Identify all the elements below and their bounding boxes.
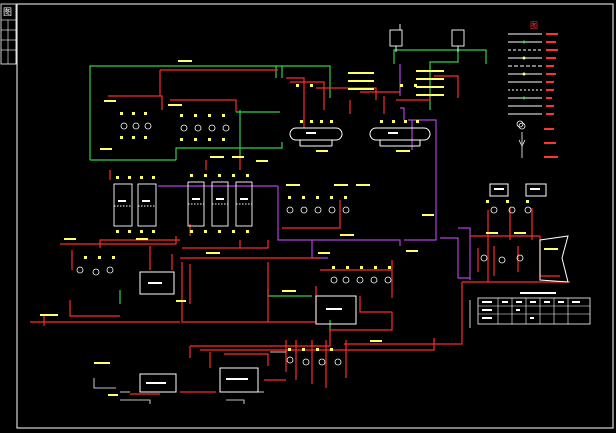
tank-mid-left <box>139 271 175 295</box>
equipment-tag-group <box>118 132 540 384</box>
valve-marker-group <box>84 84 529 351</box>
legend-symbol-stack <box>518 122 526 158</box>
legend-text-stubs <box>544 33 558 158</box>
title-stamp-text: 图 <box>3 7 12 18</box>
tank-center <box>315 295 357 325</box>
tank-right-a <box>489 183 509 197</box>
tank-bottom-mid <box>219 367 259 393</box>
filter-bank-left <box>113 183 157 227</box>
top-small-tank-group <box>389 24 465 52</box>
process-tank-group <box>139 183 569 393</box>
legend-line-samples <box>508 33 542 115</box>
purple-pipeline-group <box>158 64 471 280</box>
green-pipeline-group <box>89 48 487 332</box>
parameter-table <box>477 292 591 325</box>
filter-bank-middle <box>187 181 253 227</box>
legend-block: 图 <box>508 21 558 158</box>
tank-bottom-left <box>139 373 177 393</box>
title-stamp-block: 图 <box>0 3 17 65</box>
legend-title: 图 <box>530 21 538 30</box>
pump-symbol-group <box>76 120 532 366</box>
vessel-group <box>289 127 431 147</box>
header-drum-right <box>369 127 431 147</box>
tank-right-b <box>525 183 547 197</box>
tank-right-hopper <box>539 235 569 283</box>
header-drum-left <box>289 127 343 147</box>
red-pipeline-group <box>30 69 570 395</box>
pipe-tag-group <box>40 60 558 396</box>
